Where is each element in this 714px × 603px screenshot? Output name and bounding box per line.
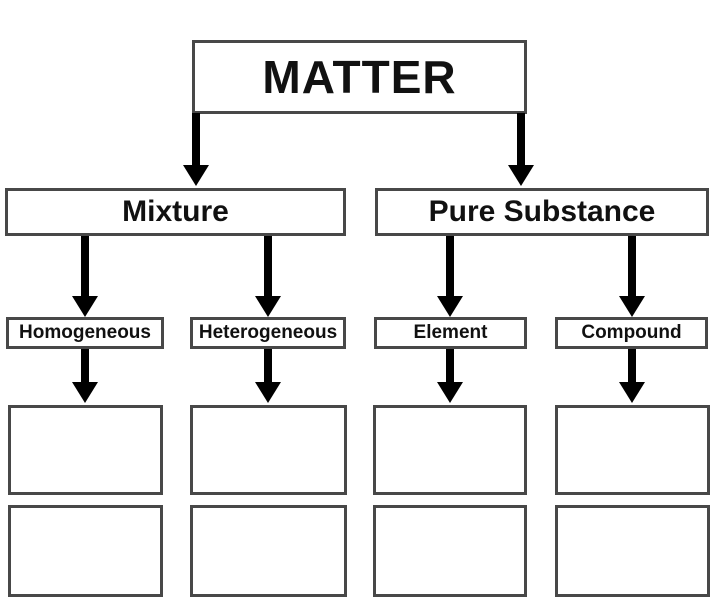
arrow-head bbox=[72, 382, 98, 403]
node-mixture-label: Mixture bbox=[122, 195, 229, 228]
node-matter-label: MATTER bbox=[262, 51, 457, 103]
arrow-shaft bbox=[446, 236, 454, 296]
arrow-head bbox=[183, 165, 209, 186]
answer-box-compound-1 bbox=[555, 405, 710, 495]
node-compound: Compound bbox=[555, 317, 708, 349]
arrow-shaft bbox=[81, 349, 89, 382]
arrow-shaft bbox=[517, 113, 525, 165]
arrow-head bbox=[437, 382, 463, 403]
answer-box-heterogeneous-1 bbox=[190, 405, 347, 495]
arrow-head bbox=[72, 296, 98, 317]
arrow-head bbox=[619, 296, 645, 317]
arrow-shaft bbox=[628, 349, 636, 382]
arrow-pure-substance-to-compound-icon bbox=[619, 236, 645, 317]
node-element-label: Element bbox=[413, 322, 488, 343]
arrow-head bbox=[255, 382, 281, 403]
arrow-shaft bbox=[81, 236, 89, 296]
node-heterogeneous-label: Heterogeneous bbox=[198, 322, 338, 343]
arrow-head bbox=[508, 165, 534, 186]
arrow-shaft bbox=[192, 113, 200, 165]
node-homogeneous: Homogeneous bbox=[6, 317, 164, 349]
node-pure-substance: Pure Substance bbox=[375, 188, 709, 236]
node-matter: MATTER bbox=[192, 40, 527, 114]
node-element: Element bbox=[374, 317, 527, 349]
arrow-compound-to-examples-icon bbox=[619, 349, 645, 403]
arrow-homogeneous-to-examples-icon bbox=[72, 349, 98, 403]
arrow-mixture-to-heterogeneous-icon bbox=[255, 236, 281, 317]
node-homogeneous-label: Homogeneous bbox=[19, 322, 151, 343]
arrow-head bbox=[437, 296, 463, 317]
arrow-shaft bbox=[264, 236, 272, 296]
node-mixture: Mixture bbox=[5, 188, 346, 236]
node-pure-substance-label: Pure Substance bbox=[428, 195, 656, 228]
arrow-matter-to-mixture-icon bbox=[183, 113, 209, 186]
arrow-mixture-to-homogeneous-icon bbox=[72, 236, 98, 317]
arrow-head bbox=[255, 296, 281, 317]
node-heterogeneous: Heterogeneous bbox=[190, 317, 346, 349]
answer-box-heterogeneous-2 bbox=[190, 505, 347, 597]
arrow-element-to-examples-icon bbox=[437, 349, 463, 403]
arrow-shaft bbox=[264, 349, 272, 382]
arrow-pure-substance-to-element-icon bbox=[437, 236, 463, 317]
arrow-head bbox=[619, 382, 645, 403]
arrow-heterogeneous-to-examples-icon bbox=[255, 349, 281, 403]
answer-box-element-1 bbox=[373, 405, 527, 495]
arrow-matter-to-pure-substance-icon bbox=[508, 113, 534, 186]
answer-box-homogeneous-1 bbox=[8, 405, 163, 495]
arrow-shaft bbox=[628, 236, 636, 296]
arrow-shaft bbox=[446, 349, 454, 382]
answer-box-compound-2 bbox=[555, 505, 710, 597]
answer-box-element-2 bbox=[373, 505, 527, 597]
answer-box-homogeneous-2 bbox=[8, 505, 163, 597]
node-compound-label: Compound bbox=[581, 322, 682, 343]
